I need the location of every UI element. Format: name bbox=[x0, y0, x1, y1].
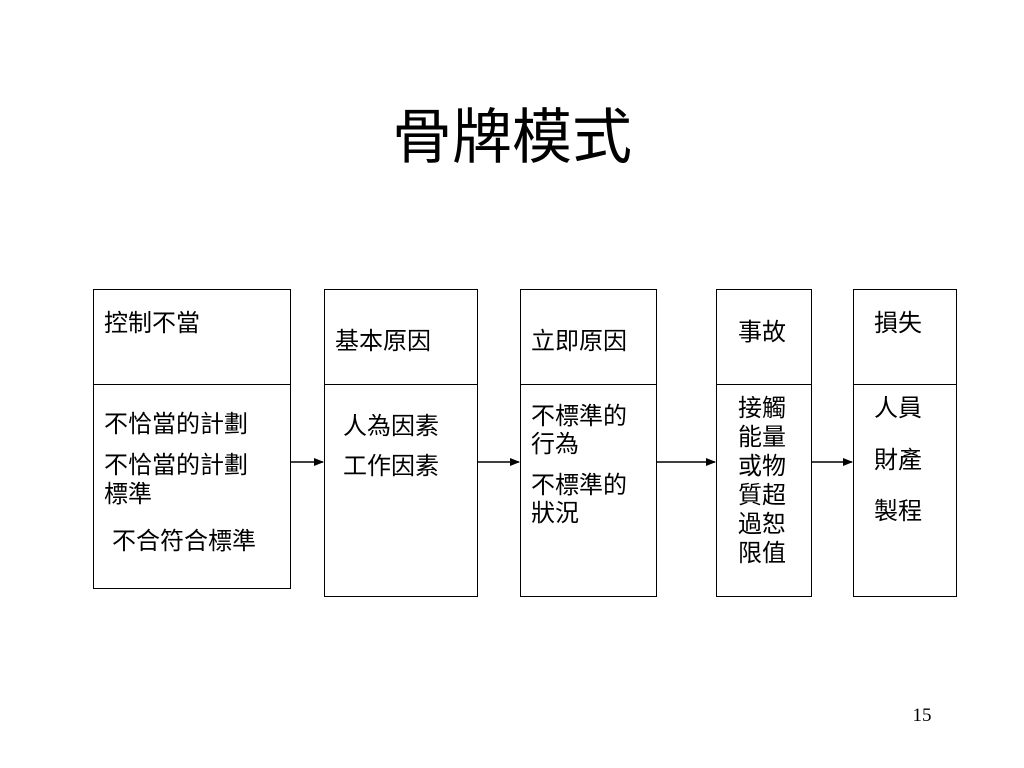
box-body-line: 狀況 bbox=[531, 499, 579, 527]
page-number: 15 bbox=[912, 705, 932, 726]
box-body-line: 或物 bbox=[738, 452, 786, 480]
domino-box-basic-cause: 基本原因 人為因素 工作因素 bbox=[324, 289, 478, 597]
box-body-line: 不恰當的計劃 bbox=[104, 410, 248, 438]
domino-box-immediate-cause: 立即原因 不標準的 行為 不標準的 狀況 bbox=[520, 289, 657, 597]
box-divider bbox=[854, 384, 956, 385]
box-divider bbox=[521, 384, 656, 385]
slide-title: 骨牌模式 bbox=[392, 103, 632, 173]
box-divider bbox=[325, 384, 477, 385]
box-body-line: 製程 bbox=[874, 497, 922, 525]
box-body-line: 人為因素 bbox=[343, 412, 439, 440]
box-header: 控制不當 bbox=[104, 309, 200, 337]
domino-box-accident: 事故 接觸 能量 或物 質超 過恕 限值 bbox=[716, 289, 812, 597]
box-divider bbox=[717, 384, 811, 385]
box-body-line: 人員 bbox=[874, 394, 922, 422]
box-body-line: 不標準的 bbox=[531, 402, 627, 430]
box-body-line: 接觸 bbox=[738, 394, 786, 422]
box-body-line: 限值 bbox=[738, 539, 786, 567]
box-body-line: 財產 bbox=[874, 446, 922, 474]
domino-box-loss: 損失 人員 財產 製程 bbox=[853, 289, 957, 597]
box-body-line: 標準 bbox=[104, 480, 152, 508]
domino-box-control: 控制不當 不恰當的計劃 不恰當的計劃 標準 不合符合標準 bbox=[93, 289, 291, 589]
box-body-line: 工作因素 bbox=[343, 452, 439, 480]
box-body-line: 不恰當的計劃 bbox=[104, 451, 248, 479]
box-body-line: 不合符合標準 bbox=[112, 527, 256, 555]
box-header: 損失 bbox=[874, 309, 922, 337]
box-body-line: 過恕 bbox=[738, 510, 786, 538]
box-body-line: 行為 bbox=[531, 430, 579, 458]
box-header: 基本原因 bbox=[335, 327, 431, 355]
box-body-line: 不標準的 bbox=[531, 471, 627, 499]
box-body-line: 能量 bbox=[738, 423, 786, 451]
box-body-line: 質超 bbox=[738, 481, 786, 509]
box-header: 事故 bbox=[738, 318, 786, 346]
box-divider bbox=[94, 384, 290, 385]
box-header: 立即原因 bbox=[531, 327, 627, 355]
